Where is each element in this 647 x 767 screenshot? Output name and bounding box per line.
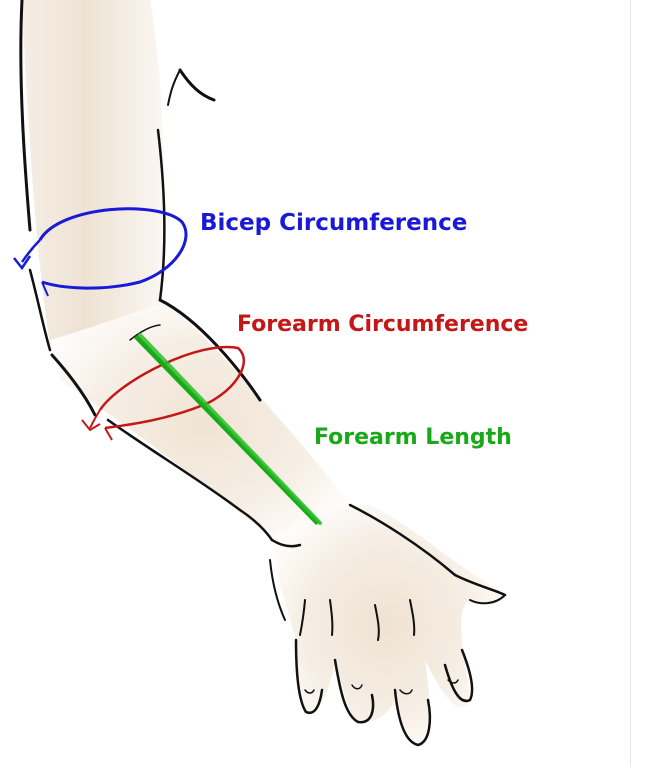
bicep-circumference-label: Bicep Circumference <box>200 210 468 236</box>
forearm-length-label: Forearm Length <box>314 425 512 450</box>
forearm-length-line-highlight <box>138 333 322 525</box>
forearm-length-line <box>134 335 320 525</box>
right-edge-rule <box>630 0 631 767</box>
bicep-circumference-ring <box>13 207 188 297</box>
upper-arm-shape <box>22 0 165 350</box>
arm-outline <box>19 0 507 747</box>
forearm-circumference-ring <box>81 345 245 441</box>
forearm-circumference-label: Forearm Circumference <box>237 312 529 337</box>
